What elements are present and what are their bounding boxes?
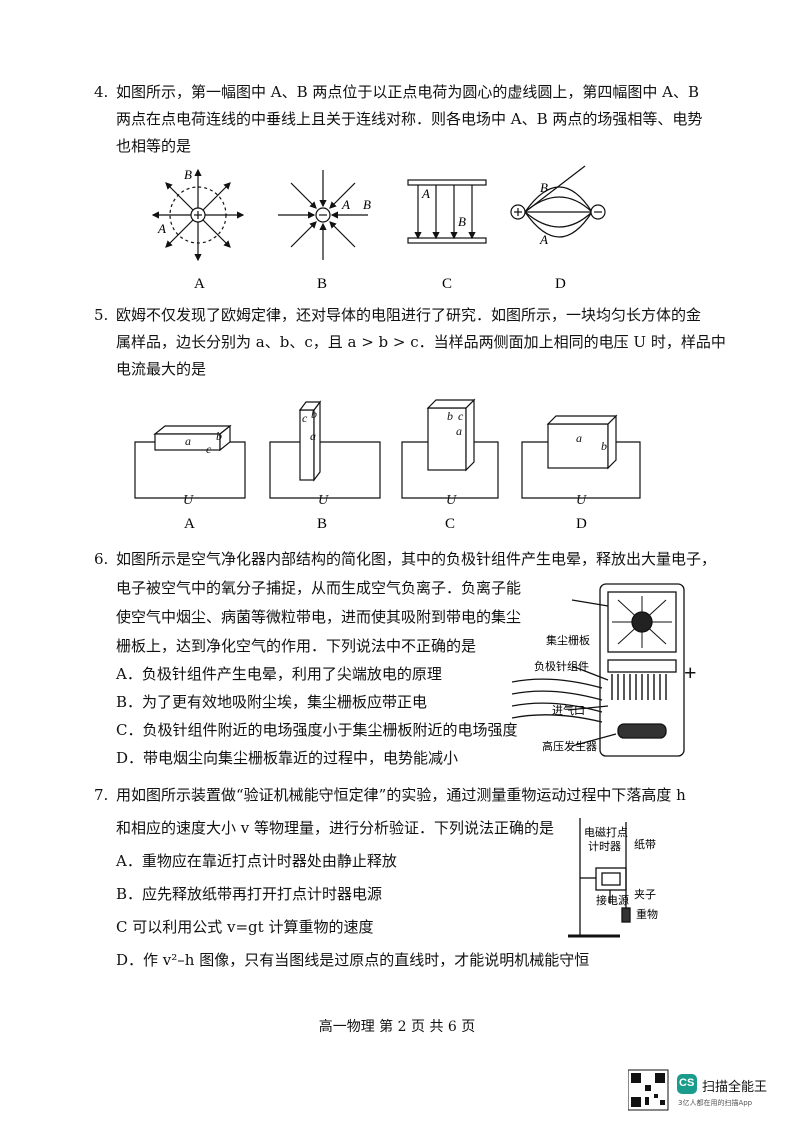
q6-option-b: B．为了更有效地吸附尘埃，集尘栅板应带正电 bbox=[116, 693, 428, 711]
q4-figures: B A A B A B bbox=[151, 165, 606, 292]
q5-voltage-b: U bbox=[318, 493, 329, 508]
svg-text:a: a bbox=[456, 424, 462, 438]
q5-line1: 欧姆不仅发现了欧姆定律，还对导体的电阻进行了研究．如图所示，一块均匀长方体的金 bbox=[116, 306, 702, 324]
svg-text:A: A bbox=[539, 232, 548, 247]
q5-figure-b bbox=[269, 400, 381, 499]
qr-code-icon bbox=[627, 1069, 697, 1111]
q5-option-a: A bbox=[184, 516, 195, 532]
q7-label-power: 接电源 bbox=[596, 893, 629, 907]
scanner-badge: CS 扫描全能王 3亿人都在用的扫描App bbox=[627, 1068, 778, 1112]
svg-text:A: A bbox=[421, 186, 430, 201]
scanner-title: 扫描全能王 bbox=[702, 1080, 768, 1095]
svg-text:A: A bbox=[157, 221, 166, 236]
q6-line3: 使空气中烟尘、病菌等微粒带电，进而使其吸附到带电的集尘 bbox=[116, 608, 522, 626]
q7-option-a: A．重物应在靠近打点计时器处由静止释放 bbox=[116, 852, 397, 870]
q6-figure-air-purifier: 集尘栅板 负极针组件 进气口 高压发生器 bbox=[512, 583, 685, 757]
q5-figure-a bbox=[134, 424, 246, 499]
svg-text:A: A bbox=[341, 197, 350, 212]
q4-number: 4. bbox=[94, 83, 109, 101]
q5-figure-c bbox=[401, 398, 499, 499]
q7-option-c: C 可以利用公式 v=gt 计算重物的速度 bbox=[116, 918, 374, 936]
q6-label-dust-plate: 集尘栅板 bbox=[546, 633, 590, 647]
svg-text:B: B bbox=[458, 214, 466, 229]
q4-option-b: B bbox=[317, 276, 327, 292]
svg-text:a: a bbox=[576, 431, 582, 445]
page-footer: 高一物理 第 2 页 共 6 页 bbox=[318, 1019, 476, 1035]
q7-label-timer-1: 电磁打点 bbox=[584, 825, 628, 839]
q6-label-needle: 负极针组件 bbox=[534, 659, 589, 673]
q6-label-inlet: 进气口 bbox=[552, 703, 585, 717]
svg-text:c: c bbox=[302, 411, 308, 425]
q5-voltage-d: U bbox=[576, 493, 587, 508]
q6-plus-sign: + bbox=[684, 660, 697, 685]
q4-line2: 两点在点电荷连线的中垂线上且关于连线对称．则各电场中 A、B 两点的场强相等、电… bbox=[116, 110, 703, 128]
q6-label-hv-generator: 高压发生器 bbox=[542, 739, 597, 753]
q4-line3: 也相等的是 bbox=[116, 137, 192, 155]
q7-number: 7. bbox=[94, 786, 109, 804]
q7-label-weight: 重物 bbox=[636, 907, 658, 921]
q4-option-a: A bbox=[194, 276, 205, 292]
svg-text:a: a bbox=[185, 434, 191, 448]
q4-figure-c bbox=[407, 179, 487, 244]
svg-text:B: B bbox=[184, 167, 192, 182]
q7-label-clip: 夹子 bbox=[634, 888, 656, 901]
q6-option-a: A．负极针组件产生电晕，利用了尖端放电的原理 bbox=[116, 665, 442, 683]
q5-figure-d bbox=[521, 414, 641, 499]
q7-line1: 用如图所示装置做“验证机械能守恒定律”的实验，通过测量重物运动过程中下落高度 h bbox=[116, 786, 686, 804]
q4-option-d: D bbox=[555, 276, 566, 292]
q5-option-d: D bbox=[576, 516, 587, 532]
q6-line4: 栅板上，达到净化空气的作用．下列说法中不正确的是 bbox=[116, 637, 477, 655]
scanner-subtitle: 3亿人都在用的扫描App bbox=[678, 1099, 753, 1107]
q4-line1: 如图所示，第一幅图中 A、B 两点位于以正点电荷为圆心的虚线圆上，第四幅图中 A… bbox=[116, 83, 700, 101]
svg-text:B: B bbox=[540, 180, 548, 195]
q5-voltage-a: U bbox=[183, 493, 194, 508]
q6-option-d: D．带电烟尘向集尘栅板靠近的过程中，电势能减小 bbox=[116, 749, 459, 767]
svg-text:b: b bbox=[447, 409, 453, 423]
q5-voltage-c: U bbox=[446, 493, 457, 508]
svg-text:c: c bbox=[206, 442, 212, 456]
svg-text:b: b bbox=[311, 407, 317, 421]
q5-option-c: C bbox=[445, 516, 455, 532]
q5-line2: 属样品，边长分别为 a、b、c，且 a > b > c．当样品两侧面加上相同的电… bbox=[116, 333, 726, 351]
scanner-logo: CS bbox=[679, 1077, 695, 1089]
q6-number: 6. bbox=[94, 550, 109, 568]
q5-option-b: B bbox=[317, 516, 327, 532]
q7-label-timer-2: 计时器 bbox=[588, 840, 621, 853]
svg-text:c: c bbox=[458, 409, 464, 423]
q4-option-c: C bbox=[442, 276, 452, 292]
q6-option-c: C．负极针组件附近的电场强度小于集尘栅板附近的电场强度 bbox=[116, 721, 518, 739]
q7-line2: 和相应的速度大小 v 等物理量，进行分析验证．下列说法正确的是 bbox=[116, 819, 555, 837]
q6-line1: 如图所示是空气净化器内部结构的简化图，其中的负极针组件产生电晕，释放出大量电子， bbox=[116, 550, 717, 568]
svg-text:b: b bbox=[601, 439, 607, 453]
q7-option-b: B．应先释放纸带再打开打点计时器电源 bbox=[116, 885, 383, 903]
q4-figure-b bbox=[278, 170, 368, 260]
q7-option-d: D．作 v²–h 图像，只有当图线是过原点的直线时，才能说明机械能守恒 bbox=[116, 951, 590, 969]
q6-line2: 电子被空气中的氧分子捕捉，从而生成空气负离子．负离子能 bbox=[116, 579, 522, 597]
q4-figure-d bbox=[510, 165, 606, 238]
q4-figure-a bbox=[151, 168, 245, 262]
q7-label-tape: 纸带 bbox=[634, 838, 656, 851]
q5-line3: 电流最大的是 bbox=[116, 360, 207, 378]
svg-text:B: B bbox=[363, 197, 371, 212]
q5-number: 5. bbox=[94, 306, 109, 324]
q7-figure-apparatus: 电磁打点 计时器 纸带 接电源 夹子 重物 bbox=[568, 818, 658, 938]
svg-text:b: b bbox=[216, 429, 222, 443]
svg-text:a: a bbox=[310, 429, 316, 443]
